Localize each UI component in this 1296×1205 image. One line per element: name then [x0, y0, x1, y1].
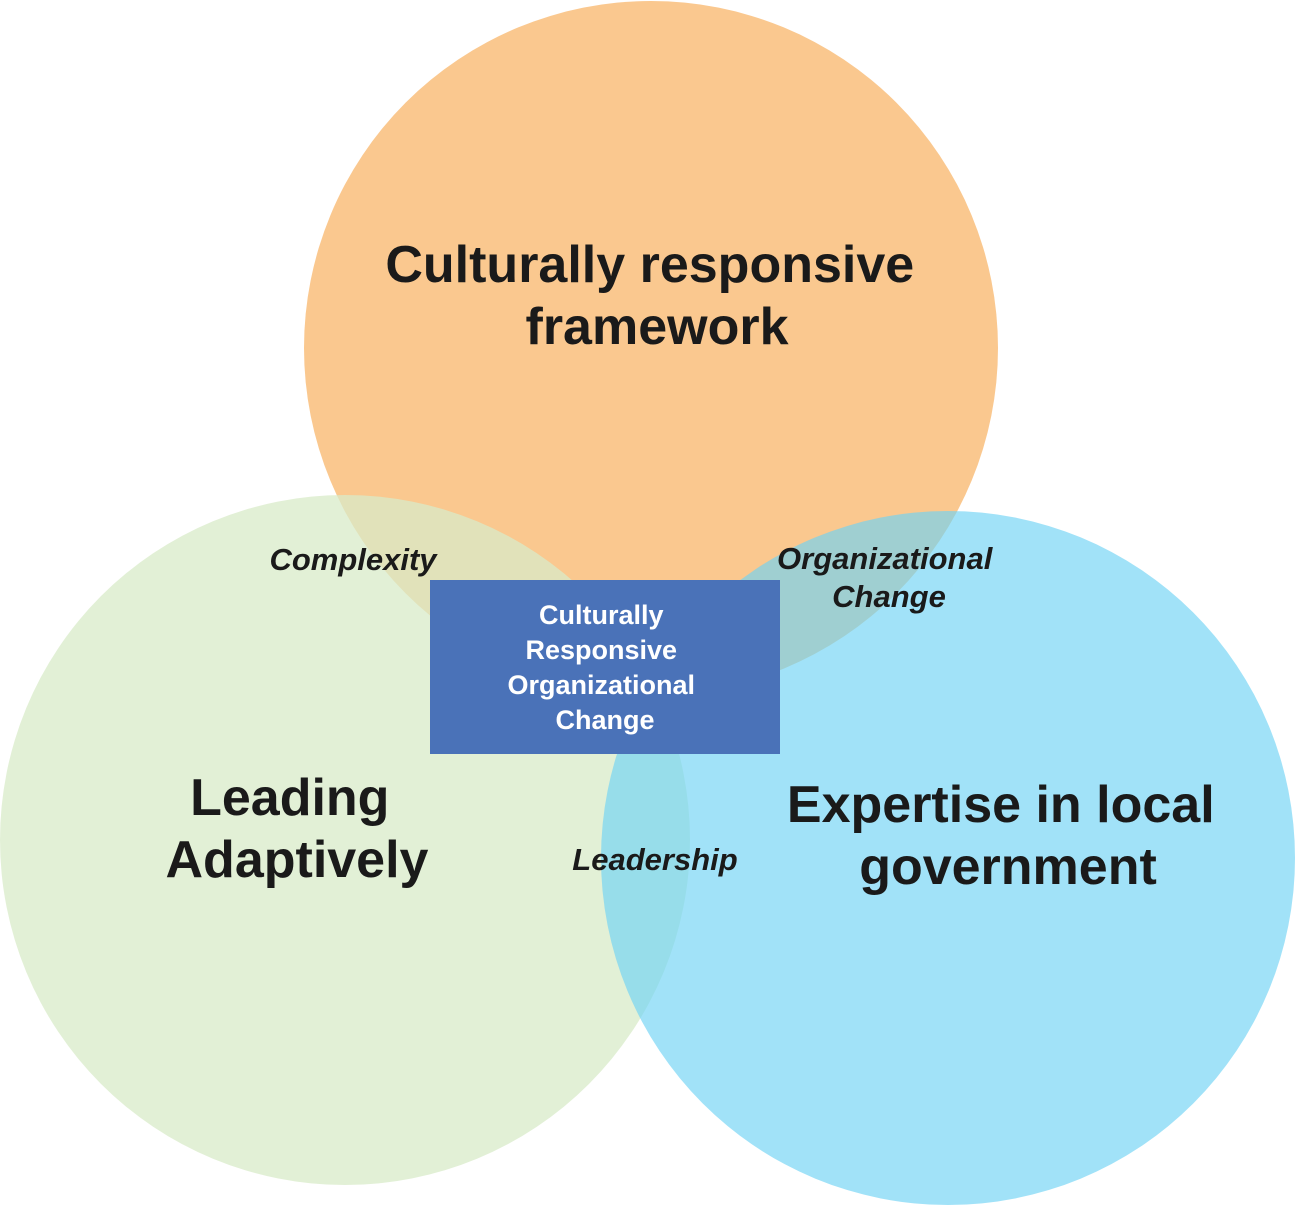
set-label-expertise: Expertise in local government [787, 776, 1229, 896]
overlap-label-organizational-change: Organizational Change [777, 541, 1001, 614]
overlap-label-leadership: Leadership [572, 842, 737, 877]
set-label-framework: Culturally responsive framework [385, 236, 928, 356]
set-label-leading: Leading Adaptively [166, 769, 429, 889]
center-label: Culturally Responsive Organizational Cha… [507, 600, 702, 735]
center-box [430, 580, 780, 754]
overlap-label-complexity: Complexity [269, 542, 438, 577]
